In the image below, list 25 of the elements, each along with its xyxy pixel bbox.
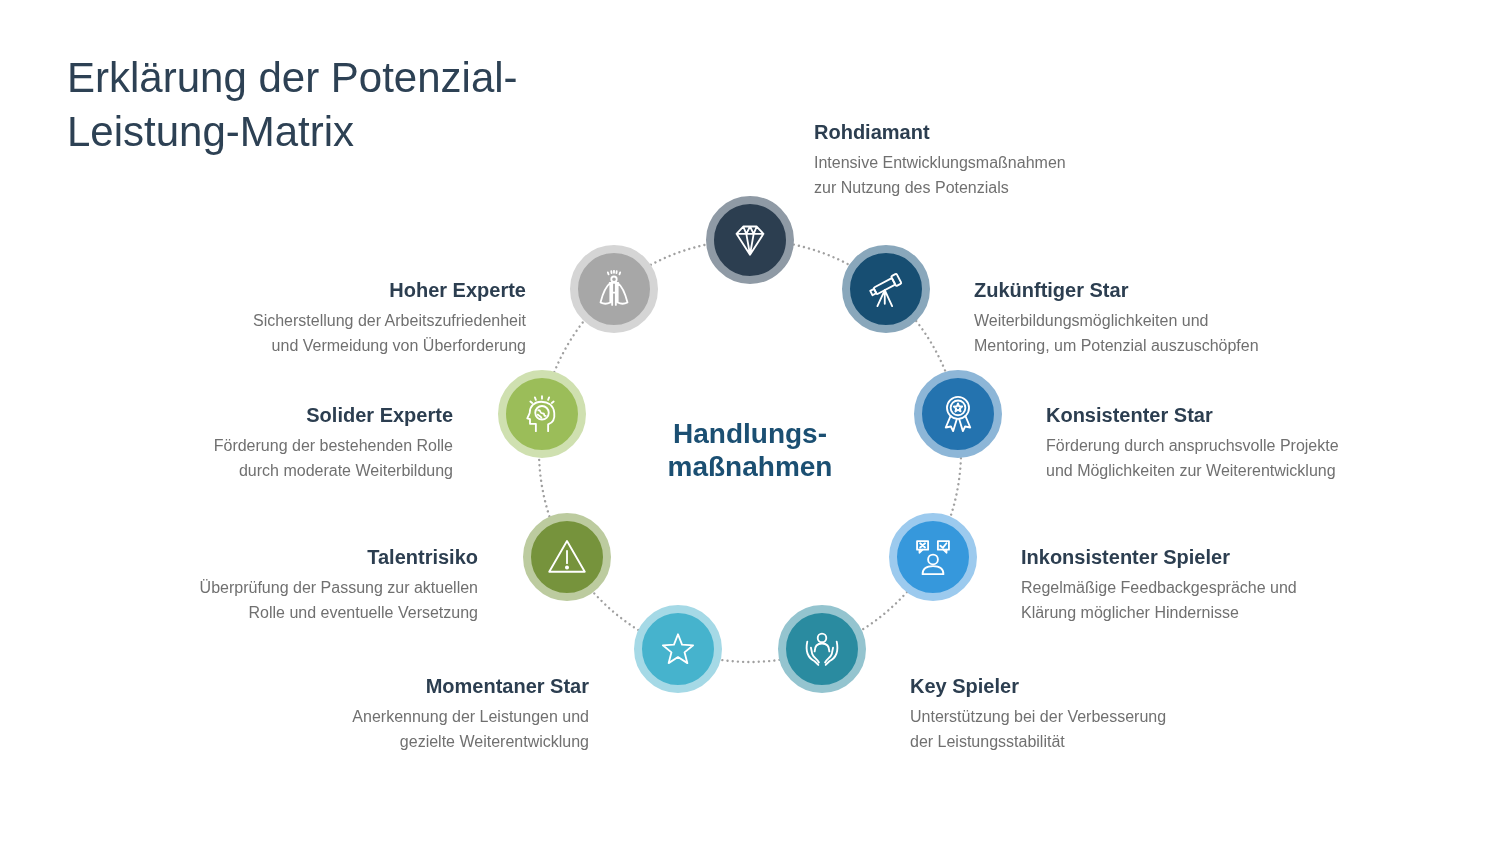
category-title: Key Spieler	[910, 674, 1019, 698]
category-description: Intensive Entwicklungsmaßnahmen zur Nutzung des Potenzials	[814, 153, 1067, 198]
dotted-connector	[649, 243, 708, 266]
category-title: Inkonsistenter Spieler	[1021, 545, 1230, 569]
category-description: Anerkennung der Leistungen und gezielte Weiterentwicklung	[351, 707, 589, 752]
category-description: Förderung durch anspruchsvolle Projekte und Möglichkeiten zur Weiterentwicklung	[1046, 436, 1340, 481]
category-description: Überprüfung der Passung zur aktuellen Rolle und eventuelle Versetzung	[198, 578, 478, 623]
dotted-connector	[591, 590, 640, 632]
slide-title: Erklärung der Potenzial- Leistung-Matrix	[67, 53, 519, 157]
category-description: Sicherstellung der Arbeitszufriedenheit und Vermeidung von Überforderung	[251, 311, 526, 356]
category-description: Förderung der bestehenden Rolle durch moderate Weiterbildung	[212, 436, 453, 481]
category-title: Zukünftiger Star	[974, 278, 1129, 302]
category-title: Talentrisiko	[367, 545, 478, 569]
center-label: Handlungs- maßnahmen	[667, 416, 833, 483]
category-description: Regelmäßige Feedbackgespräche und Klärung möglicher Hindernisse	[1021, 578, 1298, 623]
category-title: Rohdiamant	[814, 120, 930, 144]
category-title: Momentaner Star	[425, 674, 589, 698]
category-title: Solider Experte	[306, 403, 453, 427]
category-description: Unterstützung bei der Verbesserung der Leistungsstabilität	[910, 707, 1168, 752]
category-title: Hoher Experte	[389, 278, 526, 302]
category-description: Weiterbildungsmöglichkeiten und Mentoring, um Potenzial auszuschöpfen	[974, 311, 1260, 356]
category-title: Konsistenter Star	[1046, 403, 1213, 427]
dotted-connector	[915, 319, 947, 374]
dotted-connector	[949, 457, 963, 518]
dotted-connector	[537, 457, 551, 518]
